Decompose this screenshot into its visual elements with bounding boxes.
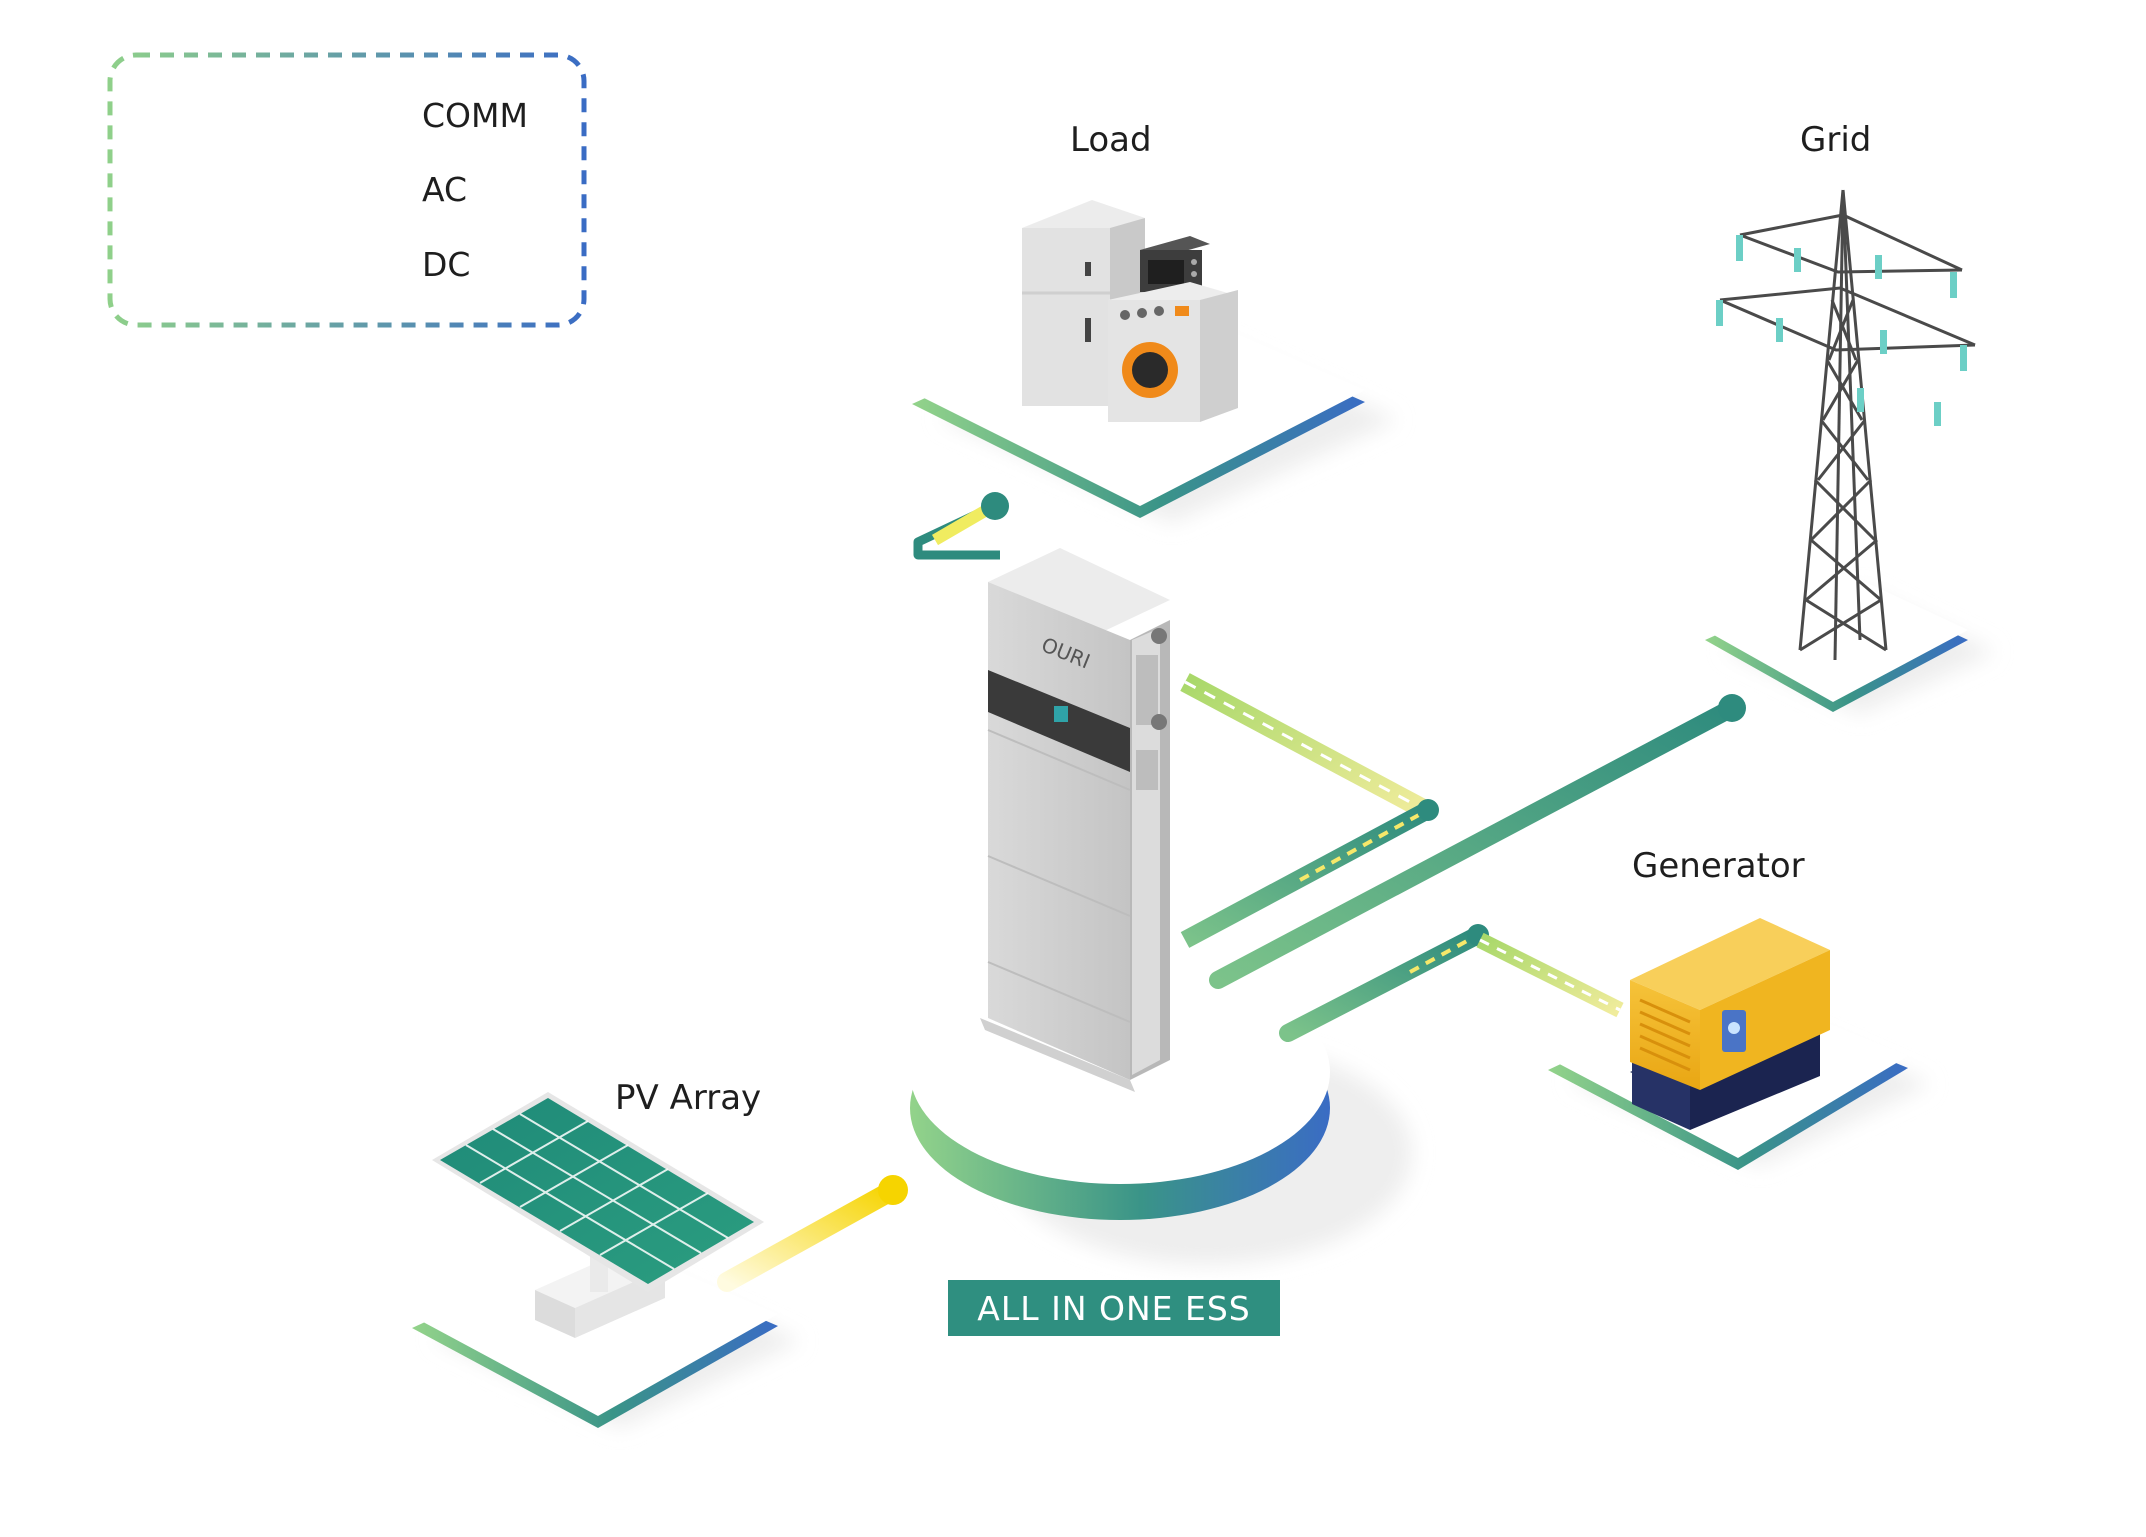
fridge-icon (1022, 228, 1110, 406)
ac-endpoint-junction (1417, 799, 1439, 821)
grid-label: Grid (1800, 120, 1872, 160)
legend-dc-label: DC (422, 245, 471, 284)
load-appliances (1022, 200, 1238, 422)
load-label: Load (1070, 120, 1152, 160)
ac-line-grid (1209, 699, 1741, 989)
ac-endpoint-load (981, 492, 1009, 520)
grid-tower-icon (1719, 189, 1976, 661)
dc-endpoint-pv (878, 1175, 908, 1205)
connections (717, 492, 1746, 1292)
insulators (1716, 235, 1967, 426)
generator-label: Generator (1632, 846, 1805, 886)
legend-ac-label: AC (422, 170, 468, 209)
legend (107, 52, 587, 328)
pv-panel-icon (432, 1092, 764, 1338)
legend-comm-label: COMM (422, 96, 528, 135)
ess-banner: ALL IN ONE ESS (948, 1280, 1280, 1336)
generator-icon (1630, 918, 1830, 1130)
grid-platform (1705, 570, 1995, 714)
ac-endpoint-grid (1718, 694, 1746, 722)
ess-cabinet-icon: OURI (980, 548, 1170, 1092)
dc-line-pv (717, 1180, 903, 1292)
pv-array-label: PV Array (615, 1078, 762, 1118)
